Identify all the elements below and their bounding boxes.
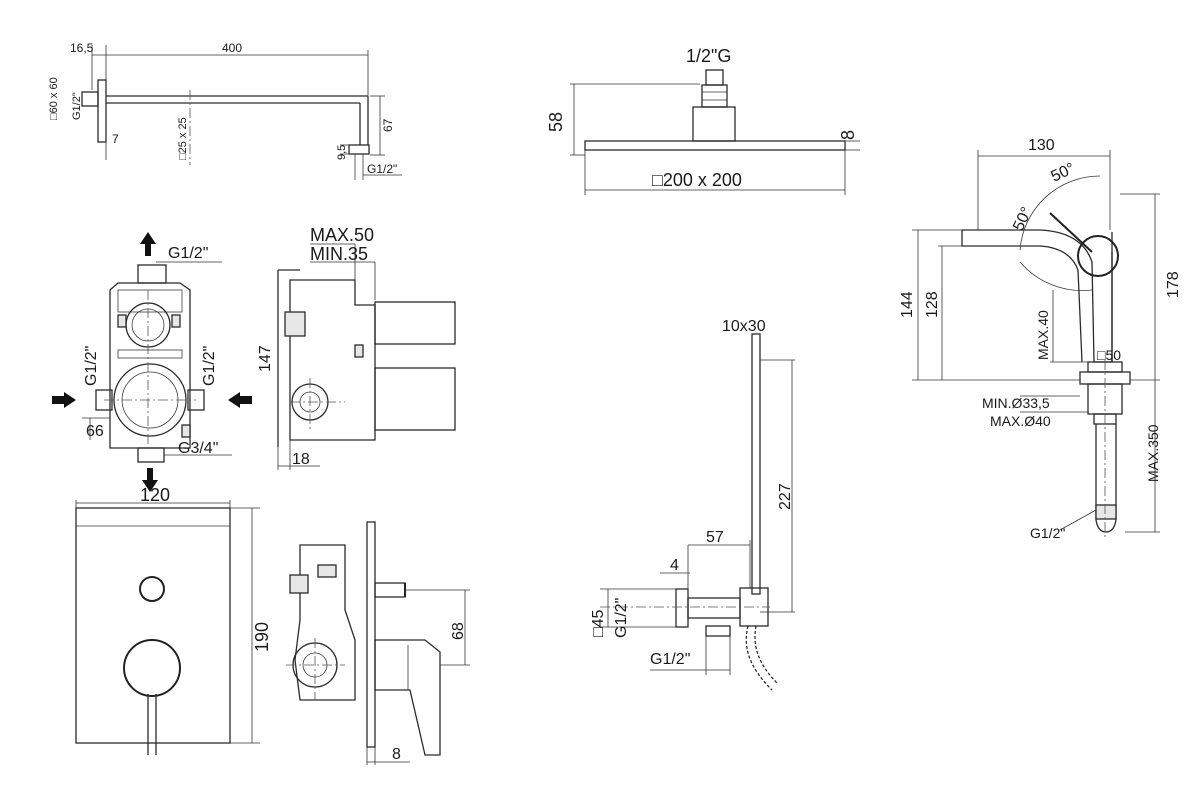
dim-10x30: 10x30 [722,318,766,335]
dim-max-d40: MAX.Ø40 [990,413,1051,429]
dim-60x60: □60 x 60 [48,77,60,120]
shower-head-plate [584,140,846,151]
dim-147: 147 [257,345,274,372]
wall-plate-side-drawing: 68 8 [286,521,470,765]
hand-shower-body [751,333,761,595]
dim-valve-g12-top: G1/2" [168,245,208,262]
arrow-left-right-icon [228,392,252,408]
dim-7: 7 [112,132,119,146]
dim-227: 227 [777,483,794,510]
mixer-lever-icon [1077,235,1119,277]
dim-g34: G3/4" [178,440,218,457]
shower-head-drawing: 1/2"G 58 8 □200 x 200 [546,46,860,195]
dim-45: □45 [590,609,607,637]
dim-valve-g12-left: G1/2" [83,346,100,386]
dim-head-8: 8 [838,130,858,140]
dim-120: 120 [140,485,170,505]
dim-plate-8: 8 [392,746,401,763]
valve-cap-top [374,301,456,345]
dim-hand-g12-bottom: G1/2" [650,651,690,668]
dim-angle-left: 50° [1010,205,1036,234]
dim-4: 4 [670,557,679,574]
dim-max50: MAX.50 [310,225,374,245]
diverter-knob-icon [139,576,165,602]
dim-58: 58 [546,112,566,132]
dim-g12-arm-right: G1/2" [367,162,397,176]
valve-cap-bottom [374,367,456,431]
shower-arm-drawing: 16,5 400 □60 x 60 G1/2" 7 □25 x 25 67 9,… [48,41,402,180]
basin-mixer-drawing: 130 50° 50° 144 128 178 MAX.40 □50 MIN.Ø… [899,137,1182,541]
dim-max40: MAX.40 [1035,310,1051,360]
dim-67: 67 [381,118,395,132]
dim-130: 130 [1028,137,1055,154]
dim-max350: MAX.350 [1145,424,1161,482]
hand-shower-drawing: 10x30 227 57 4 □45 G1/2" G1/2" [590,318,795,691]
dim-base-50: □50 [1097,347,1121,363]
dim-25x25: □25 x 25 [177,117,189,160]
dim-g12-arm-left: G1/2" [71,92,83,120]
dim-valve-g12-right: G1/2" [201,346,218,386]
dim-178: 178 [1165,271,1182,298]
dim-min-33-5: MIN.Ø33,5 [982,395,1050,411]
arm-wall-plate [97,79,107,143]
dim-head-thread: 1/2"G [686,46,731,66]
mixer-handle-icon [123,639,181,697]
dim-68: 68 [450,622,467,640]
dim-16-5: 16,5 [70,41,94,55]
wall-plate-front-drawing: 120 190 [75,485,272,755]
valve-side-drawing: MAX.50 MIN.35 147 18 [257,225,456,470]
arrow-up-icon [140,232,156,256]
dim-57: 57 [706,529,724,546]
dim-min35: MIN.35 [310,244,368,264]
wall-plate-outline [75,507,231,744]
dim-18: 18 [292,451,310,468]
dim-hand-g12-side: G1/2" [613,598,630,638]
arrow-right-left-icon [52,392,76,408]
dim-128: 128 [924,291,941,318]
dim-66: 66 [86,423,104,440]
arrow-down-icon [142,468,158,492]
dim-head-size: □200 x 200 [652,170,742,190]
dim-190: 190 [252,622,272,652]
dim-144: 144 [899,291,916,318]
dim-9-5: 9,5 [336,145,348,160]
valve-body-drawing: G1/2" G1/2" G1/2" 66 G3/4" [52,232,252,492]
dim-400: 400 [222,41,242,55]
dim-mixer-g12: G1/2" [1030,525,1065,541]
dim-angle-top: 50° [1049,160,1078,186]
